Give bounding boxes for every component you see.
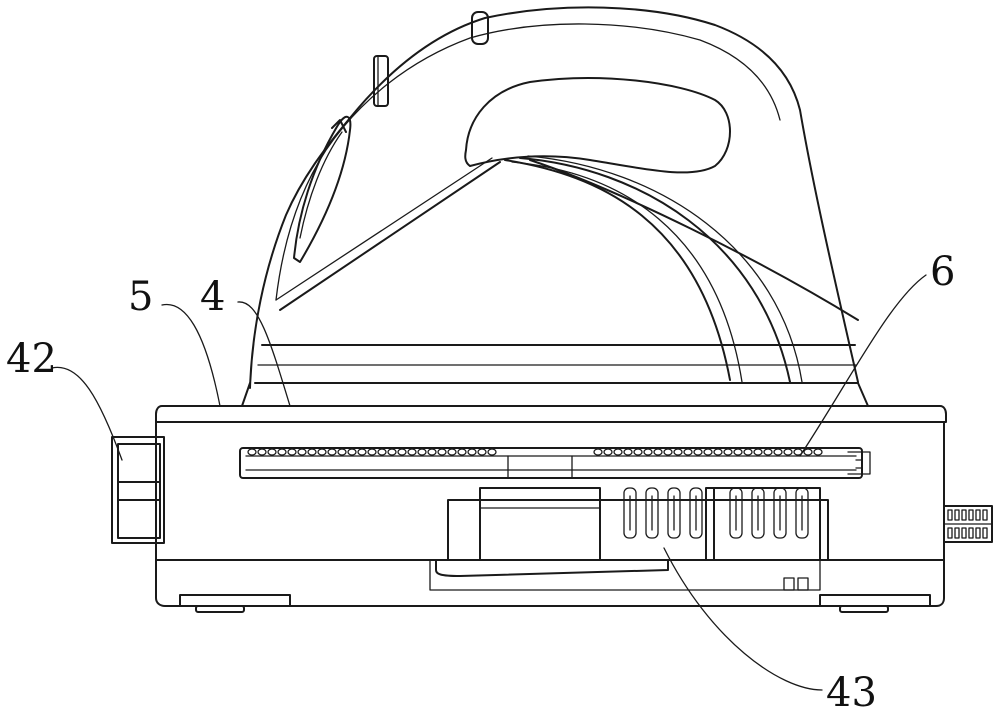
coil-loop (458, 449, 466, 455)
coil-loop (644, 449, 652, 455)
coil-loop (594, 449, 602, 455)
coil-loop (308, 449, 316, 455)
coil-loop (438, 449, 446, 455)
coil-loop (348, 449, 356, 455)
connector-tooth (948, 528, 952, 538)
coil-loop (654, 449, 662, 455)
connector-tooth (962, 510, 966, 520)
connector-tooth (983, 528, 987, 538)
coil-loop (368, 449, 376, 455)
connector-tooth (983, 510, 987, 520)
coil-loop (714, 449, 722, 455)
label-6: 6 (930, 249, 955, 295)
coil-loop (764, 449, 772, 455)
coil-loop (478, 449, 486, 455)
coil-assembly (240, 448, 870, 478)
connector-tooth (962, 528, 966, 538)
connector-tooth (948, 510, 952, 520)
label-43: 43 (826, 670, 877, 716)
coil-loop (268, 449, 276, 455)
label-42: 42 (6, 336, 57, 382)
coil-loop (298, 449, 306, 455)
connector-tooth (969, 510, 973, 520)
coil-loop (784, 449, 792, 455)
coil-loop (694, 449, 702, 455)
coil-loop (624, 449, 632, 455)
coil-loop (428, 449, 436, 455)
coil-loop (328, 449, 336, 455)
coil-loop (288, 449, 296, 455)
coil-loop (398, 449, 406, 455)
connector-tooth (955, 528, 959, 538)
label-4: 4 (200, 274, 225, 320)
connector-tooth (976, 528, 980, 538)
control-board (436, 488, 828, 576)
label-5: 5 (128, 274, 153, 320)
coil-loop (744, 449, 752, 455)
coil-loop (468, 449, 476, 455)
coil-loop (318, 449, 326, 455)
coil-loop (258, 449, 266, 455)
coil-loop (338, 449, 346, 455)
feet (180, 595, 930, 612)
coil-loop (418, 449, 426, 455)
coil-loop (664, 449, 672, 455)
coil-loop (804, 449, 812, 455)
connector-tooth (955, 510, 959, 520)
coil-loop (684, 449, 692, 455)
coil-loop (814, 449, 822, 455)
coil-loop (358, 449, 366, 455)
coil-loop (388, 449, 396, 455)
coil-loop (674, 449, 682, 455)
coil-loop (408, 449, 416, 455)
rear-connector (944, 506, 992, 542)
coil-loop (774, 449, 782, 455)
coil-loop (734, 449, 742, 455)
coil-loop (604, 449, 612, 455)
coil-loop (378, 449, 386, 455)
coil-loop (614, 449, 622, 455)
connector-tooth (969, 528, 973, 538)
coil-loop (724, 449, 732, 455)
coil-loop (448, 449, 456, 455)
coil-loop (488, 449, 496, 455)
connector-tooth (976, 510, 980, 520)
leader-lines (52, 275, 926, 690)
coil-loop (278, 449, 286, 455)
coil-loop (704, 449, 712, 455)
coil-loop (248, 449, 256, 455)
iron-body (242, 7, 868, 406)
coil-loop (754, 449, 762, 455)
coil-loop (634, 449, 642, 455)
